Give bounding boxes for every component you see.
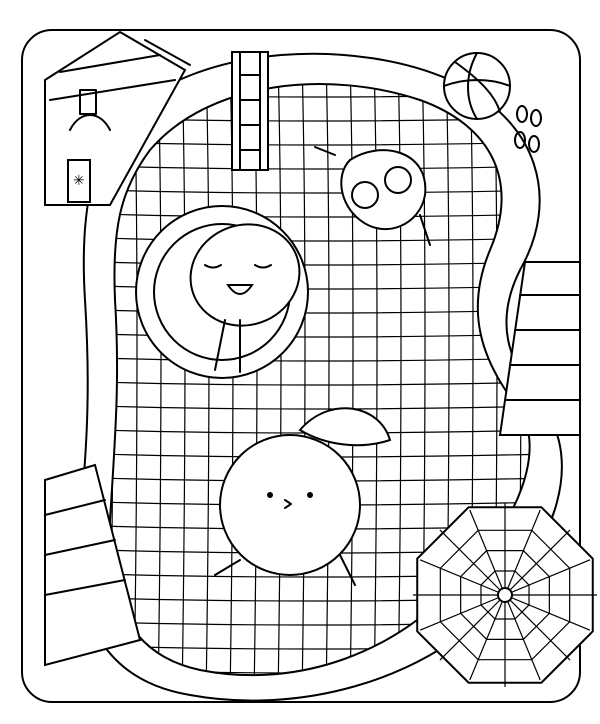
tile-line [205,84,210,676]
umbrella-rib [504,594,571,661]
umbrella-rib [504,509,541,596]
umbrella-rib [504,529,571,596]
umbrella-rib [469,509,506,596]
tile-line [349,84,354,676]
pool-ladder-icon [231,51,269,171]
umbrella-rib [504,594,591,631]
beach-ball-icon [443,52,511,120]
orange-character-icon [214,407,392,586]
towel-icon [44,463,142,667]
tile-line [109,189,530,194]
svg-text:✳: ✳ [73,172,85,188]
tile-line [181,84,186,676]
umbrella-icon [413,503,597,687]
tile-line [109,165,530,170]
towel-icon [498,261,581,436]
umbrella-rib [439,594,506,661]
towel-icon [44,30,191,206]
tile-line [109,405,530,410]
umbrella-rib [504,559,591,596]
tile-line [109,213,530,218]
umbrella-rib [439,529,506,596]
tile-line [109,381,530,386]
umbrella-rib [419,594,506,631]
tile-line [109,357,530,362]
tile-line [397,84,402,676]
umbrella-rib [469,594,506,681]
tile-line [157,84,162,676]
flip-flops-icon [514,105,542,153]
tile-line [373,84,378,676]
tile-line [301,84,306,676]
tile-line [277,84,282,676]
sunscreen-icon: ✳ [67,159,91,203]
strawberry-character-icon [314,146,431,246]
tile-line [325,84,330,676]
umbrella-rib [504,594,541,681]
umbrella-rib [419,559,506,596]
headphones-icon [69,89,111,131]
lemon-character-icon [189,223,301,373]
umbrella-top [497,587,513,603]
